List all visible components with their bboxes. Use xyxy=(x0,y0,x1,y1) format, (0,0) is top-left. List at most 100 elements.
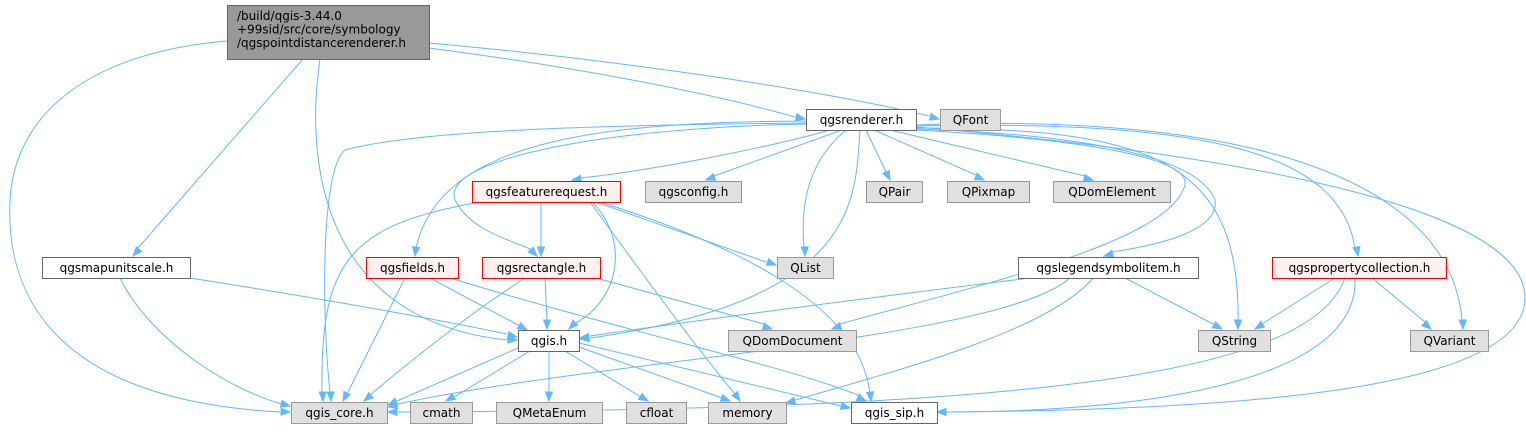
node-label: qgsfeaturerequest.h xyxy=(486,185,608,199)
node-box xyxy=(366,257,459,279)
node-box xyxy=(1272,257,1447,279)
node-label: qgsmapunitscale.h xyxy=(60,261,174,275)
node-box xyxy=(1410,330,1489,352)
edge-qgsrenderer-to-qgslegendsymbolitem xyxy=(915,128,1216,258)
node-qgsfields[interactable]: qgsfields.h xyxy=(366,257,459,279)
edge-line xyxy=(449,277,861,397)
node-QVariant: QVariant xyxy=(1410,330,1489,352)
node-label: qgslegendsymbolitem.h xyxy=(1036,261,1180,275)
edge-arrowhead xyxy=(326,391,335,403)
edge-line xyxy=(599,201,871,395)
edge-qgsfields-to-qgis_core xyxy=(342,277,406,403)
node-root[interactable]: /build/qgis-3.44.0+99sid/src/core/symbol… xyxy=(227,5,430,60)
edge-line xyxy=(396,347,519,402)
node-label: qgsrenderer.h xyxy=(820,113,903,127)
node-qgspropertycollection[interactable]: qgspropertycollection.h xyxy=(1272,257,1447,279)
edge-line xyxy=(1261,277,1336,325)
edge-arrowhead xyxy=(794,112,807,122)
edge-arrowhead xyxy=(568,319,579,330)
node-box xyxy=(806,109,917,131)
edge-arrowhead xyxy=(1082,173,1095,182)
node-box xyxy=(472,181,621,203)
edge-root-to-qgsmapunitscale xyxy=(132,58,304,258)
node-box xyxy=(227,5,430,60)
node-box xyxy=(866,181,923,203)
edge-arrowhead xyxy=(839,401,852,410)
node-label: qgis_sip.h xyxy=(865,406,924,420)
node-qgsfeaturerequest[interactable]: qgsfeaturerequest.h xyxy=(472,181,621,203)
node-box xyxy=(708,402,787,424)
node-label: QFont xyxy=(953,113,989,127)
edge-qgsmapunitscale-to-qgis xyxy=(189,277,519,340)
edge-line xyxy=(324,122,807,393)
edge-line xyxy=(873,129,977,176)
edge-arrowhead xyxy=(342,390,352,403)
node-label: QMetaEnum xyxy=(513,406,587,420)
node-QDomDocument: QDomDocument xyxy=(728,330,857,352)
edge-line xyxy=(915,127,1239,321)
edge-arrowhead xyxy=(935,407,947,417)
node-qgslegendsymbolitem[interactable]: qgslegendsymbolitem.h xyxy=(1018,257,1199,279)
edge-line xyxy=(915,126,1526,413)
edge-line xyxy=(865,129,887,173)
node-cmath: cmath xyxy=(410,402,473,424)
node-qgsrenderer[interactable]: qgsrenderer.h xyxy=(806,109,917,131)
node-label: +99sid/src/core/symbology xyxy=(237,23,401,37)
edge-line xyxy=(915,128,1216,253)
node-box xyxy=(496,402,603,424)
edge-line xyxy=(189,277,508,335)
edge-qgspropertycollection-to-QVariant xyxy=(1371,277,1433,330)
node-cfloat: cfloat xyxy=(626,402,687,424)
edge-arrowhead xyxy=(637,392,650,402)
edge-qgsfeaturerequest-to-QList xyxy=(595,201,778,266)
node-label: memory xyxy=(722,406,772,420)
node-label: qgsfields.h xyxy=(380,261,445,275)
edge-qgsrenderer-to-qgis xyxy=(578,129,861,343)
edge-arrowhead xyxy=(784,396,797,405)
node-QList: QList xyxy=(777,257,834,279)
edge-qgspropertycollection-to-QString xyxy=(1253,277,1336,330)
edge-arrowhead xyxy=(1458,319,1467,331)
node-label: qgsconfig.h xyxy=(659,185,729,199)
edge-arrowhead xyxy=(765,257,778,266)
edge-qgsrectangle-to-qgis_core xyxy=(362,277,526,402)
node-box xyxy=(1018,257,1199,279)
edge-line xyxy=(802,129,847,249)
edge-arrowhead xyxy=(1352,245,1361,258)
edge-arrowhead xyxy=(386,397,399,406)
node-box xyxy=(1198,330,1271,352)
edge-arrowhead xyxy=(132,246,143,258)
node-box xyxy=(645,181,742,203)
edge-qgsrenderer-to-qgspropertycollection xyxy=(915,124,1361,258)
node-qgsmapunitscale[interactable]: qgsmapunitscale.h xyxy=(42,257,191,279)
edge-arrowhead xyxy=(411,246,421,258)
node-label: qgis_core.h xyxy=(305,406,373,420)
node-memory: memory xyxy=(708,402,787,424)
edge-qgsrenderer-to-QVariant xyxy=(915,122,1467,331)
node-qgsrectangle[interactable]: qgsrectangle.h xyxy=(482,257,601,279)
node-label: qgis.h xyxy=(531,334,567,348)
edge-qgspropertycollection-to-qgis_sip xyxy=(935,277,1356,417)
edge-arrowhead xyxy=(544,391,554,403)
edge-line xyxy=(589,201,736,395)
node-box xyxy=(410,402,473,424)
edge-qgslegendsymbolitem-to-qgis xyxy=(578,277,1031,342)
edge-qgsrectangle-to-QDomDocument xyxy=(595,277,774,331)
edge-qgis-to-cfloat xyxy=(564,350,650,402)
edge-qgsmapunitscale-to-qgis_core xyxy=(119,277,292,408)
edge-arrowhead xyxy=(1102,249,1115,258)
edge-line xyxy=(315,58,508,341)
edge-qgsfeaturerequest-to-qgis_sip xyxy=(599,201,875,403)
edge-arrowhead xyxy=(704,172,717,181)
edge-arrowhead xyxy=(973,172,986,181)
edge-line xyxy=(573,201,616,325)
node-QMetaEnum: QMetaEnum xyxy=(496,402,603,424)
edge-layer xyxy=(9,40,1526,417)
node-qgis_sip[interactable]: qgis_sip.h xyxy=(851,402,938,424)
node-qgis[interactable]: qgis.h xyxy=(518,330,580,352)
edge-line xyxy=(415,120,807,249)
edge-line xyxy=(589,277,1031,337)
edge-qgsfields-to-qgis xyxy=(429,277,529,331)
edge-arrowhead xyxy=(527,246,538,257)
